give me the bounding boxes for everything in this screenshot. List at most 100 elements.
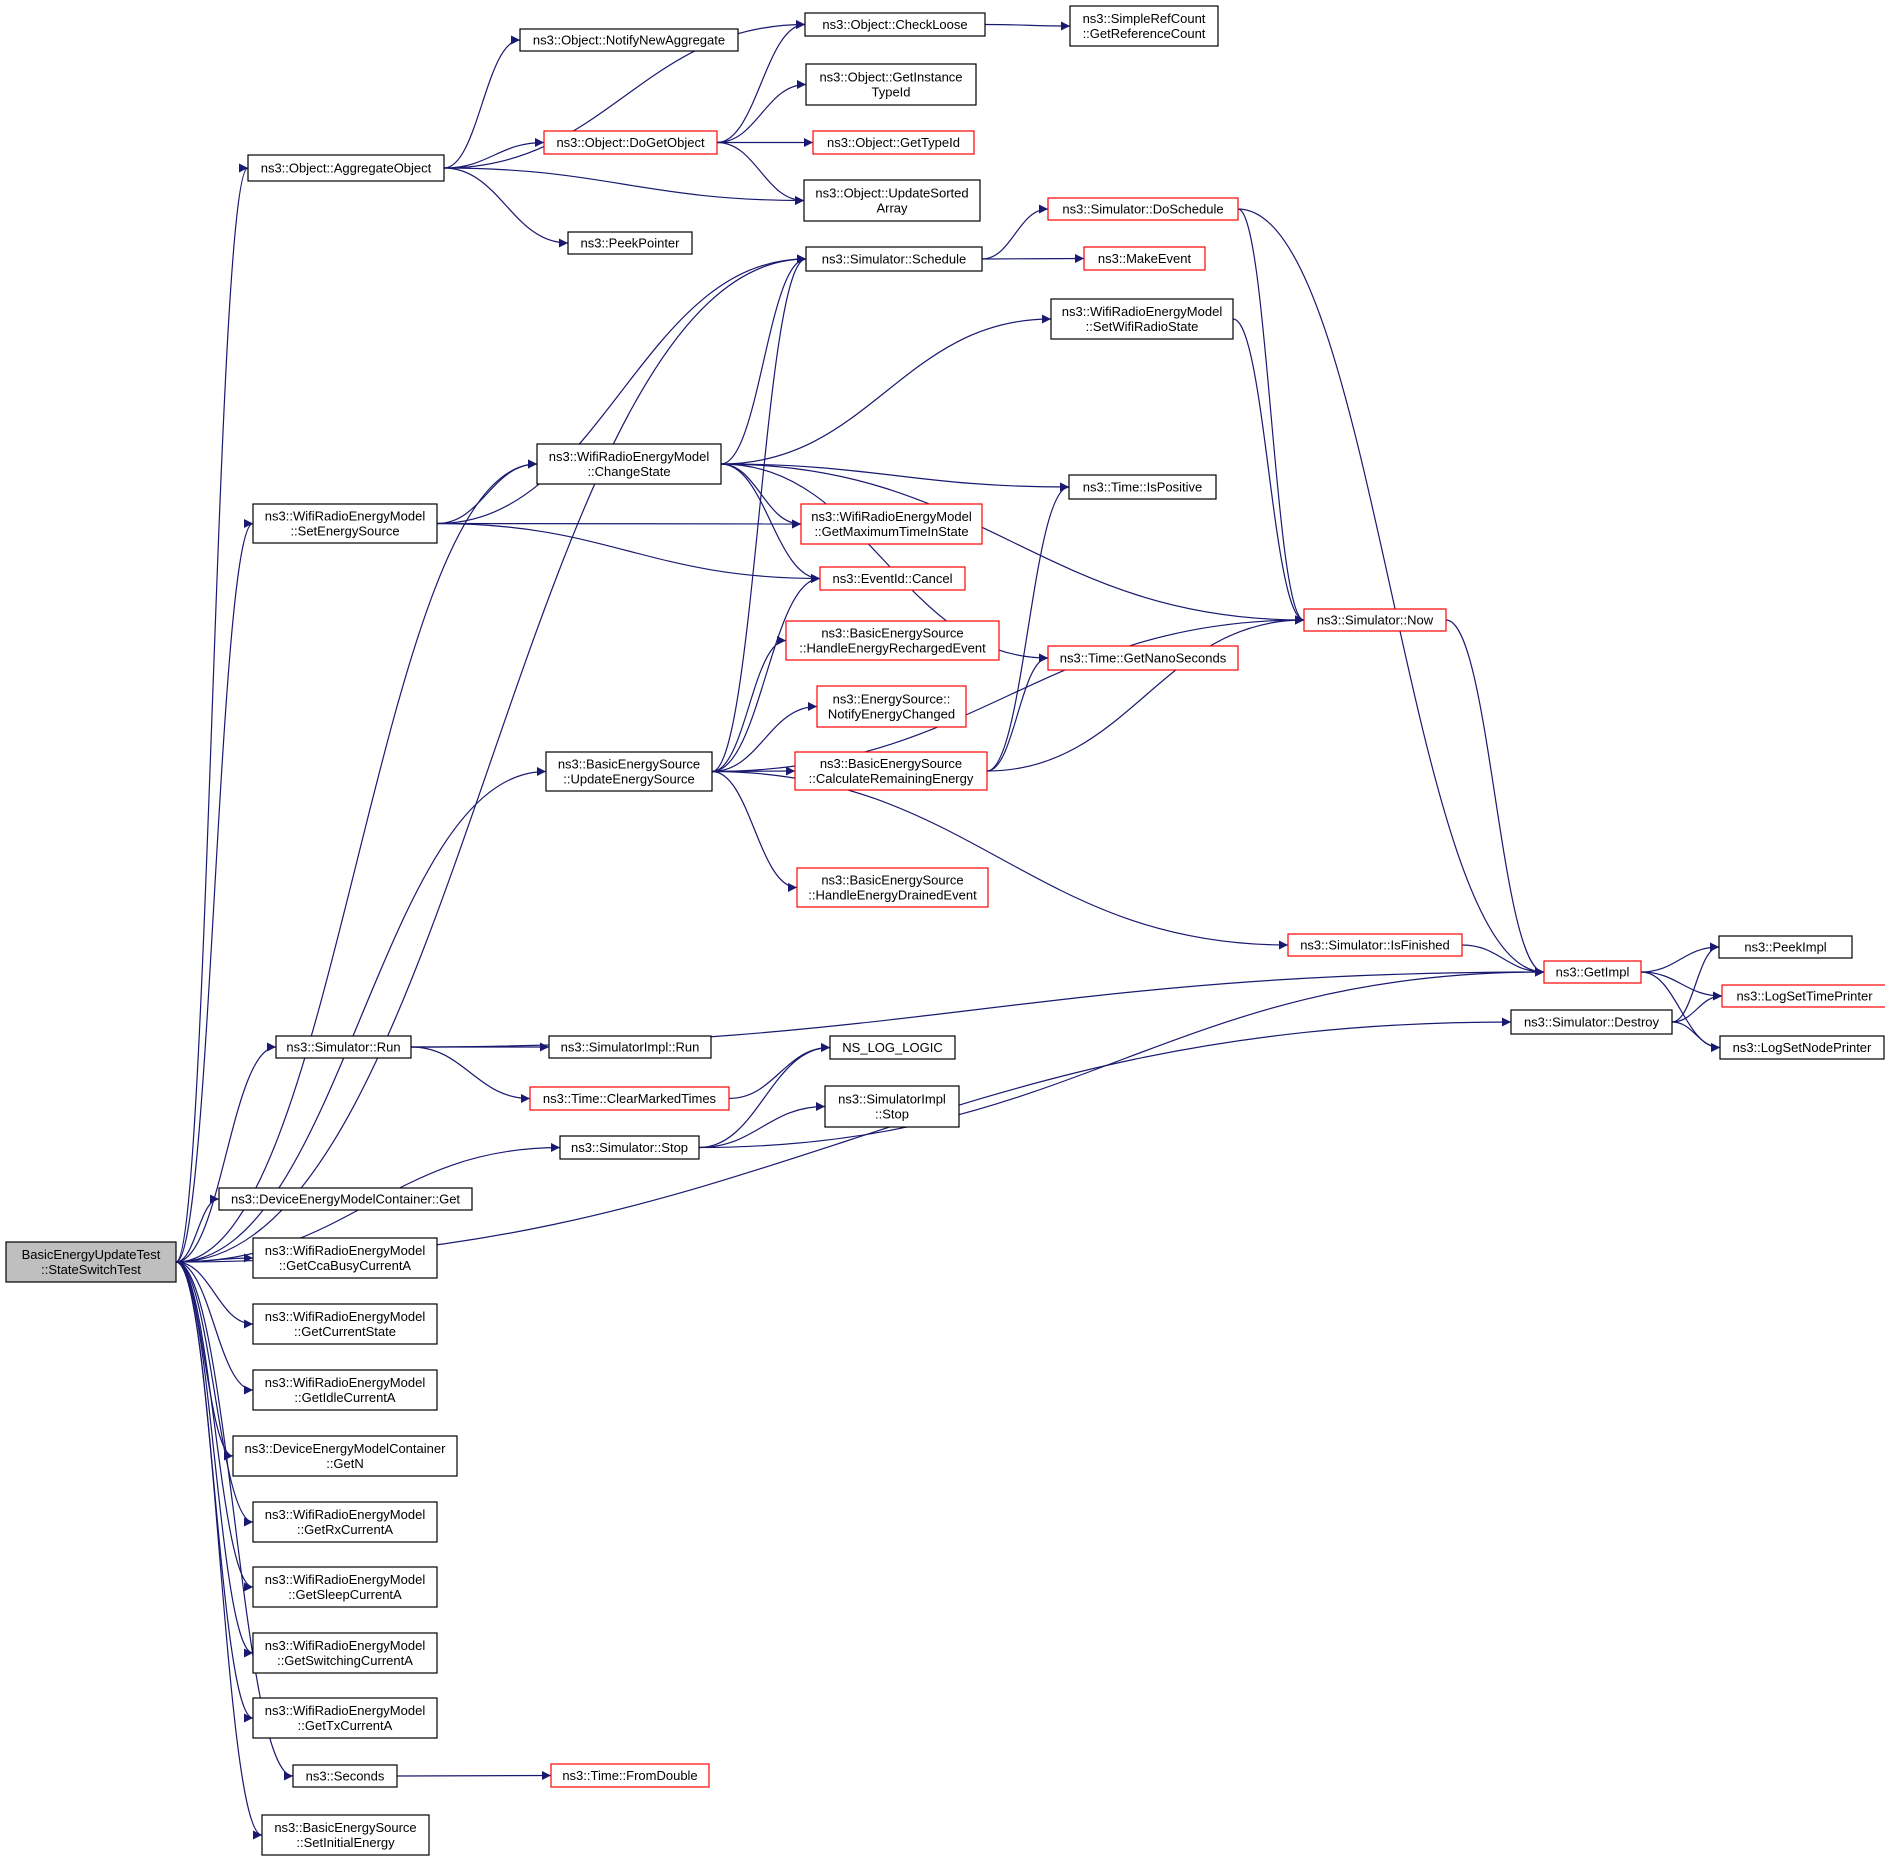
call-edge-get_impl-to-peek_impl xyxy=(1640,942,1720,973)
call-edge-root-to-container_get_n xyxy=(175,1261,234,1461)
node-get-switching-current[interactable]: ns3::WifiRadioEnergyModel::GetSwitchingC… xyxy=(252,1632,438,1674)
node-label: ns3::Object::GetTypeId xyxy=(827,135,960,150)
node-notify-new-aggregate[interactable]: ns3::Object::NotifyNewAggregate xyxy=(519,28,739,52)
call-edge-change_state-to-simulator_now xyxy=(720,463,1305,625)
node-do-schedule[interactable]: ns3::Simulator::DoSchedule xyxy=(1047,197,1239,221)
node-layer: BasicEnergyUpdateTest::StateSwitchTestns… xyxy=(5,5,1885,1856)
node-simulator-run[interactable]: ns3::Simulator::Run xyxy=(275,1035,412,1059)
call-edge-update_energy_source-to-handle_recharged xyxy=(711,636,787,773)
node-box xyxy=(536,443,722,485)
node-box xyxy=(559,1135,700,1160)
node-get-nanoseconds[interactable]: ns3::Time::GetNanoSeconds xyxy=(1047,645,1239,671)
node-aggregate-object[interactable]: ns3::Object::AggregateObject xyxy=(247,154,445,182)
node-calc-remaining-energy[interactable]: ns3::BasicEnergySource::CalculateRemaini… xyxy=(794,751,988,791)
node-box xyxy=(543,130,718,155)
node-get-cca-busy-current[interactable]: ns3::WifiRadioEnergyModel::GetCcaBusyCur… xyxy=(252,1237,438,1279)
node-get-tx-current[interactable]: ns3::WifiRadioEnergyModel::GetTxCurrentA xyxy=(252,1697,438,1739)
node-label: ::ChangeState xyxy=(587,464,670,479)
call-edge-root-to-set_initial_energy xyxy=(175,1261,263,1840)
node-get-max-time-in-state[interactable]: ns3::WifiRadioEnergyModel::GetMaximumTim… xyxy=(800,503,983,545)
node-simulator-stop[interactable]: ns3::Simulator::Stop xyxy=(559,1135,700,1160)
node-label: ns3::Object::NotifyNewAggregate xyxy=(533,33,725,48)
node-update-energy-source[interactable]: ns3::BasicEnergySource::UpdateEnergySour… xyxy=(545,751,713,792)
node-container-get[interactable]: ns3::DeviceEnergyModelContainer::Get xyxy=(218,1187,473,1211)
call-edge-change_state-to-schedule xyxy=(720,254,807,465)
node-event-cancel[interactable]: ns3::EventId::Cancel xyxy=(819,566,966,591)
node-label: ns3::Simulator::Destroy xyxy=(1524,1015,1660,1030)
call-edge-root-to-seconds xyxy=(175,1261,294,1781)
node-box xyxy=(1303,608,1447,632)
node-get-idle-current[interactable]: ns3::WifiRadioEnergyModel::GetIdleCurren… xyxy=(252,1369,438,1411)
node-box xyxy=(252,1237,438,1279)
node-label: ns3::LogSetTimePrinter xyxy=(1736,989,1873,1004)
node-label: ns3::WifiRadioEnergyModel xyxy=(265,1572,426,1587)
node-do-get-object[interactable]: ns3::Object::DoGetObject xyxy=(543,130,718,155)
node-box xyxy=(519,28,739,52)
node-handle-recharged[interactable]: ns3::BasicEnergySource::HandleEnergyRech… xyxy=(785,620,1000,661)
call-edge-clear_marked_times-to-ns_log_logic xyxy=(728,1043,831,1100)
node-box xyxy=(567,231,693,255)
node-clear-marked-times[interactable]: ns3::Time::ClearMarkedTimes xyxy=(529,1086,730,1111)
node-box xyxy=(796,867,989,908)
node-get-rx-current[interactable]: ns3::WifiRadioEnergyModel::GetRxCurrentA xyxy=(252,1501,438,1543)
node-box xyxy=(1047,645,1239,671)
node-notify-energy-changed[interactable]: ns3::EnergySource::NotifyEnergyChanged xyxy=(816,685,967,728)
call-edge-calc_remaining_energy-to-simulator_now xyxy=(986,615,1305,772)
node-label: ::SetEnergySource xyxy=(290,524,399,539)
node-simulator-impl-stop[interactable]: ns3::SimulatorImpl::Stop xyxy=(824,1085,960,1128)
node-get-typeid[interactable]: ns3::Object::GetTypeId xyxy=(812,130,975,155)
node-seconds[interactable]: ns3::Seconds xyxy=(292,1764,398,1788)
node-simulator-destroy[interactable]: ns3::Simulator::Destroy xyxy=(1510,1009,1673,1035)
node-simulator-now[interactable]: ns3::Simulator::Now xyxy=(1303,608,1447,632)
node-change-state[interactable]: ns3::WifiRadioEnergyModel::ChangeState xyxy=(536,443,722,485)
node-set-wifi-radio-state[interactable]: ns3::WifiRadioEnergyModel::SetWifiRadioS… xyxy=(1050,298,1234,340)
node-make-event[interactable]: ns3::MakeEvent xyxy=(1083,246,1206,271)
node-box xyxy=(275,1035,412,1059)
node-label: ns3::MakeEvent xyxy=(1098,251,1192,266)
node-get-sleep-current[interactable]: ns3::WifiRadioEnergyModel::GetSleepCurre… xyxy=(252,1566,438,1608)
node-label: ns3::Time::ClearMarkedTimes xyxy=(543,1091,717,1106)
call-edge-root-to-get_current_state xyxy=(175,1261,254,1329)
call-edge-set_energy_source-to-event_cancel xyxy=(436,522,821,583)
call-edge-set_energy_source-to-get_max_time_in_state xyxy=(436,519,802,529)
call-edge-root-to-get_cca_busy_current xyxy=(175,1253,254,1263)
node-log-set-node-printer[interactable]: ns3::LogSetNodePrinter xyxy=(1719,1035,1885,1060)
call-edge-schedule-to-make_event xyxy=(981,254,1085,264)
node-label: ::Stop xyxy=(875,1107,909,1122)
node-schedule[interactable]: ns3::Simulator::Schedule xyxy=(805,246,983,272)
node-set-initial-energy[interactable]: ns3::BasicEnergySource::SetInitialEnergy xyxy=(261,1814,430,1856)
node-get-current-state[interactable]: ns3::WifiRadioEnergyModel::GetCurrentSta… xyxy=(252,1303,438,1345)
node-get-reference-count[interactable]: ns3::SimpleRefCount::GetReferenceCount xyxy=(1069,5,1219,47)
node-label: ns3::Simulator::Now xyxy=(1317,613,1434,628)
node-ns-log-logic[interactable]: NS_LOG_LOGIC xyxy=(829,1035,956,1060)
node-container-get-n[interactable]: ns3::DeviceEnergyModelContainer::GetN xyxy=(232,1435,458,1477)
node-is-positive[interactable]: ns3::Time::IsPositive xyxy=(1068,474,1217,500)
node-box xyxy=(1543,960,1642,984)
call-edge-change_state-to-is_positive xyxy=(720,463,1070,492)
node-label: ::UpdateEnergySource xyxy=(563,772,695,787)
node-label: ::GetIdleCurrentA xyxy=(294,1390,395,1405)
node-is-finished[interactable]: ns3::Simulator::IsFinished xyxy=(1287,933,1463,957)
node-handle-drained[interactable]: ns3::BasicEnergySource::HandleEnergyDrai… xyxy=(796,867,989,908)
node-box xyxy=(529,1086,730,1111)
node-peek-pointer[interactable]: ns3::PeekPointer xyxy=(567,231,693,255)
node-box xyxy=(1287,933,1463,957)
node-box xyxy=(812,130,975,155)
node-label: ns3::Simulator::DoSchedule xyxy=(1062,202,1223,217)
node-set-energy-source[interactable]: ns3::WifiRadioEnergyModel::SetEnergySour… xyxy=(252,503,438,544)
node-from-double[interactable]: ns3::Time::FromDouble xyxy=(550,1763,710,1788)
node-log-set-time-printer[interactable]: ns3::LogSetTimePrinter xyxy=(1721,984,1885,1008)
node-simulator-impl-run[interactable]: ns3::SimulatorImpl::Run xyxy=(548,1035,712,1059)
call-edge-simulator_stop-to-get_impl xyxy=(698,967,1545,1149)
node-peek-impl[interactable]: ns3::PeekImpl xyxy=(1718,935,1853,959)
node-check-loose[interactable]: ns3::Object::CheckLoose xyxy=(804,12,986,37)
node-box xyxy=(824,1085,960,1128)
node-root[interactable]: BasicEnergyUpdateTest::StateSwitchTest xyxy=(5,1241,177,1283)
node-label: ::GetMaximumTimeInState xyxy=(814,524,968,539)
node-label: ns3::WifiRadioEnergyModel xyxy=(265,1638,426,1653)
call-edge-schedule-to-do_schedule xyxy=(981,204,1049,260)
node-label: ns3::WifiRadioEnergyModel xyxy=(1062,304,1223,319)
node-get-impl[interactable]: ns3::GetImpl xyxy=(1543,960,1642,984)
